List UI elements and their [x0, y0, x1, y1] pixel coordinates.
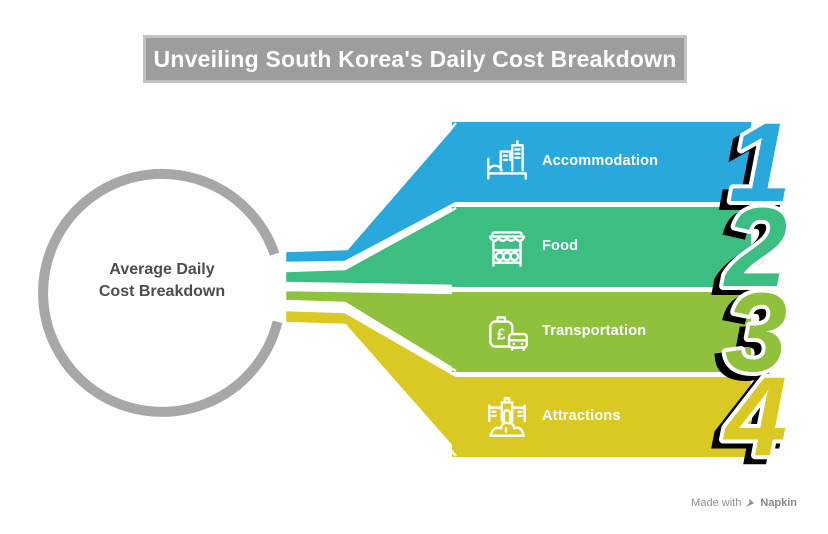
number-1: 1 [729, 100, 791, 225]
center-label-line1: Average Daily [109, 261, 215, 278]
watermark: Made with Napkin [691, 497, 797, 509]
number-2-shadow: 2 [716, 190, 780, 315]
fan-attractions [283, 308, 464, 460]
number-4-shadow: 4 [716, 359, 780, 484]
label-food: Food [542, 238, 579, 254]
label-transportation: Transportation [542, 323, 647, 339]
svg-text:£: £ [497, 326, 506, 343]
number-3-shadow: 3 [718, 275, 780, 400]
fan-transportation [283, 288, 460, 374]
center-label-line2: Cost Breakdown [98, 283, 226, 300]
label-attractions: Attractions [542, 408, 621, 424]
number-1-shadow: 1 [722, 105, 784, 230]
pen-nib-icon [746, 498, 755, 507]
band-food [452, 207, 751, 287]
hotel-buildings-bed-icon [479, 134, 535, 190]
label-accommodation: Accommodation [542, 153, 659, 169]
center-label: Average Daily Cost Breakdown [52, 259, 272, 303]
number-3: 3 [725, 270, 787, 395]
band-seams [437, 122, 457, 457]
step-numbers: 1 1 2 2 3 3 4 4 [712, 96, 795, 488]
page-title: Unveiling South Korea's Daily Cost Break… [153, 45, 677, 72]
center-ring [38, 168, 283, 417]
band-transportation [452, 292, 751, 372]
title-banner: Unveiling South Korea's Daily Cost Break… [143, 35, 687, 83]
number-2: 2 [723, 185, 787, 310]
market-stall-fruit-icon [479, 219, 535, 275]
watermark-made-with: Made with [691, 497, 742, 509]
money-bag-bus-icon: £ [479, 304, 535, 360]
watermark-brand: Napkin [760, 497, 797, 509]
number-4: 4 [723, 354, 787, 479]
palace-gate-icon [479, 389, 535, 445]
